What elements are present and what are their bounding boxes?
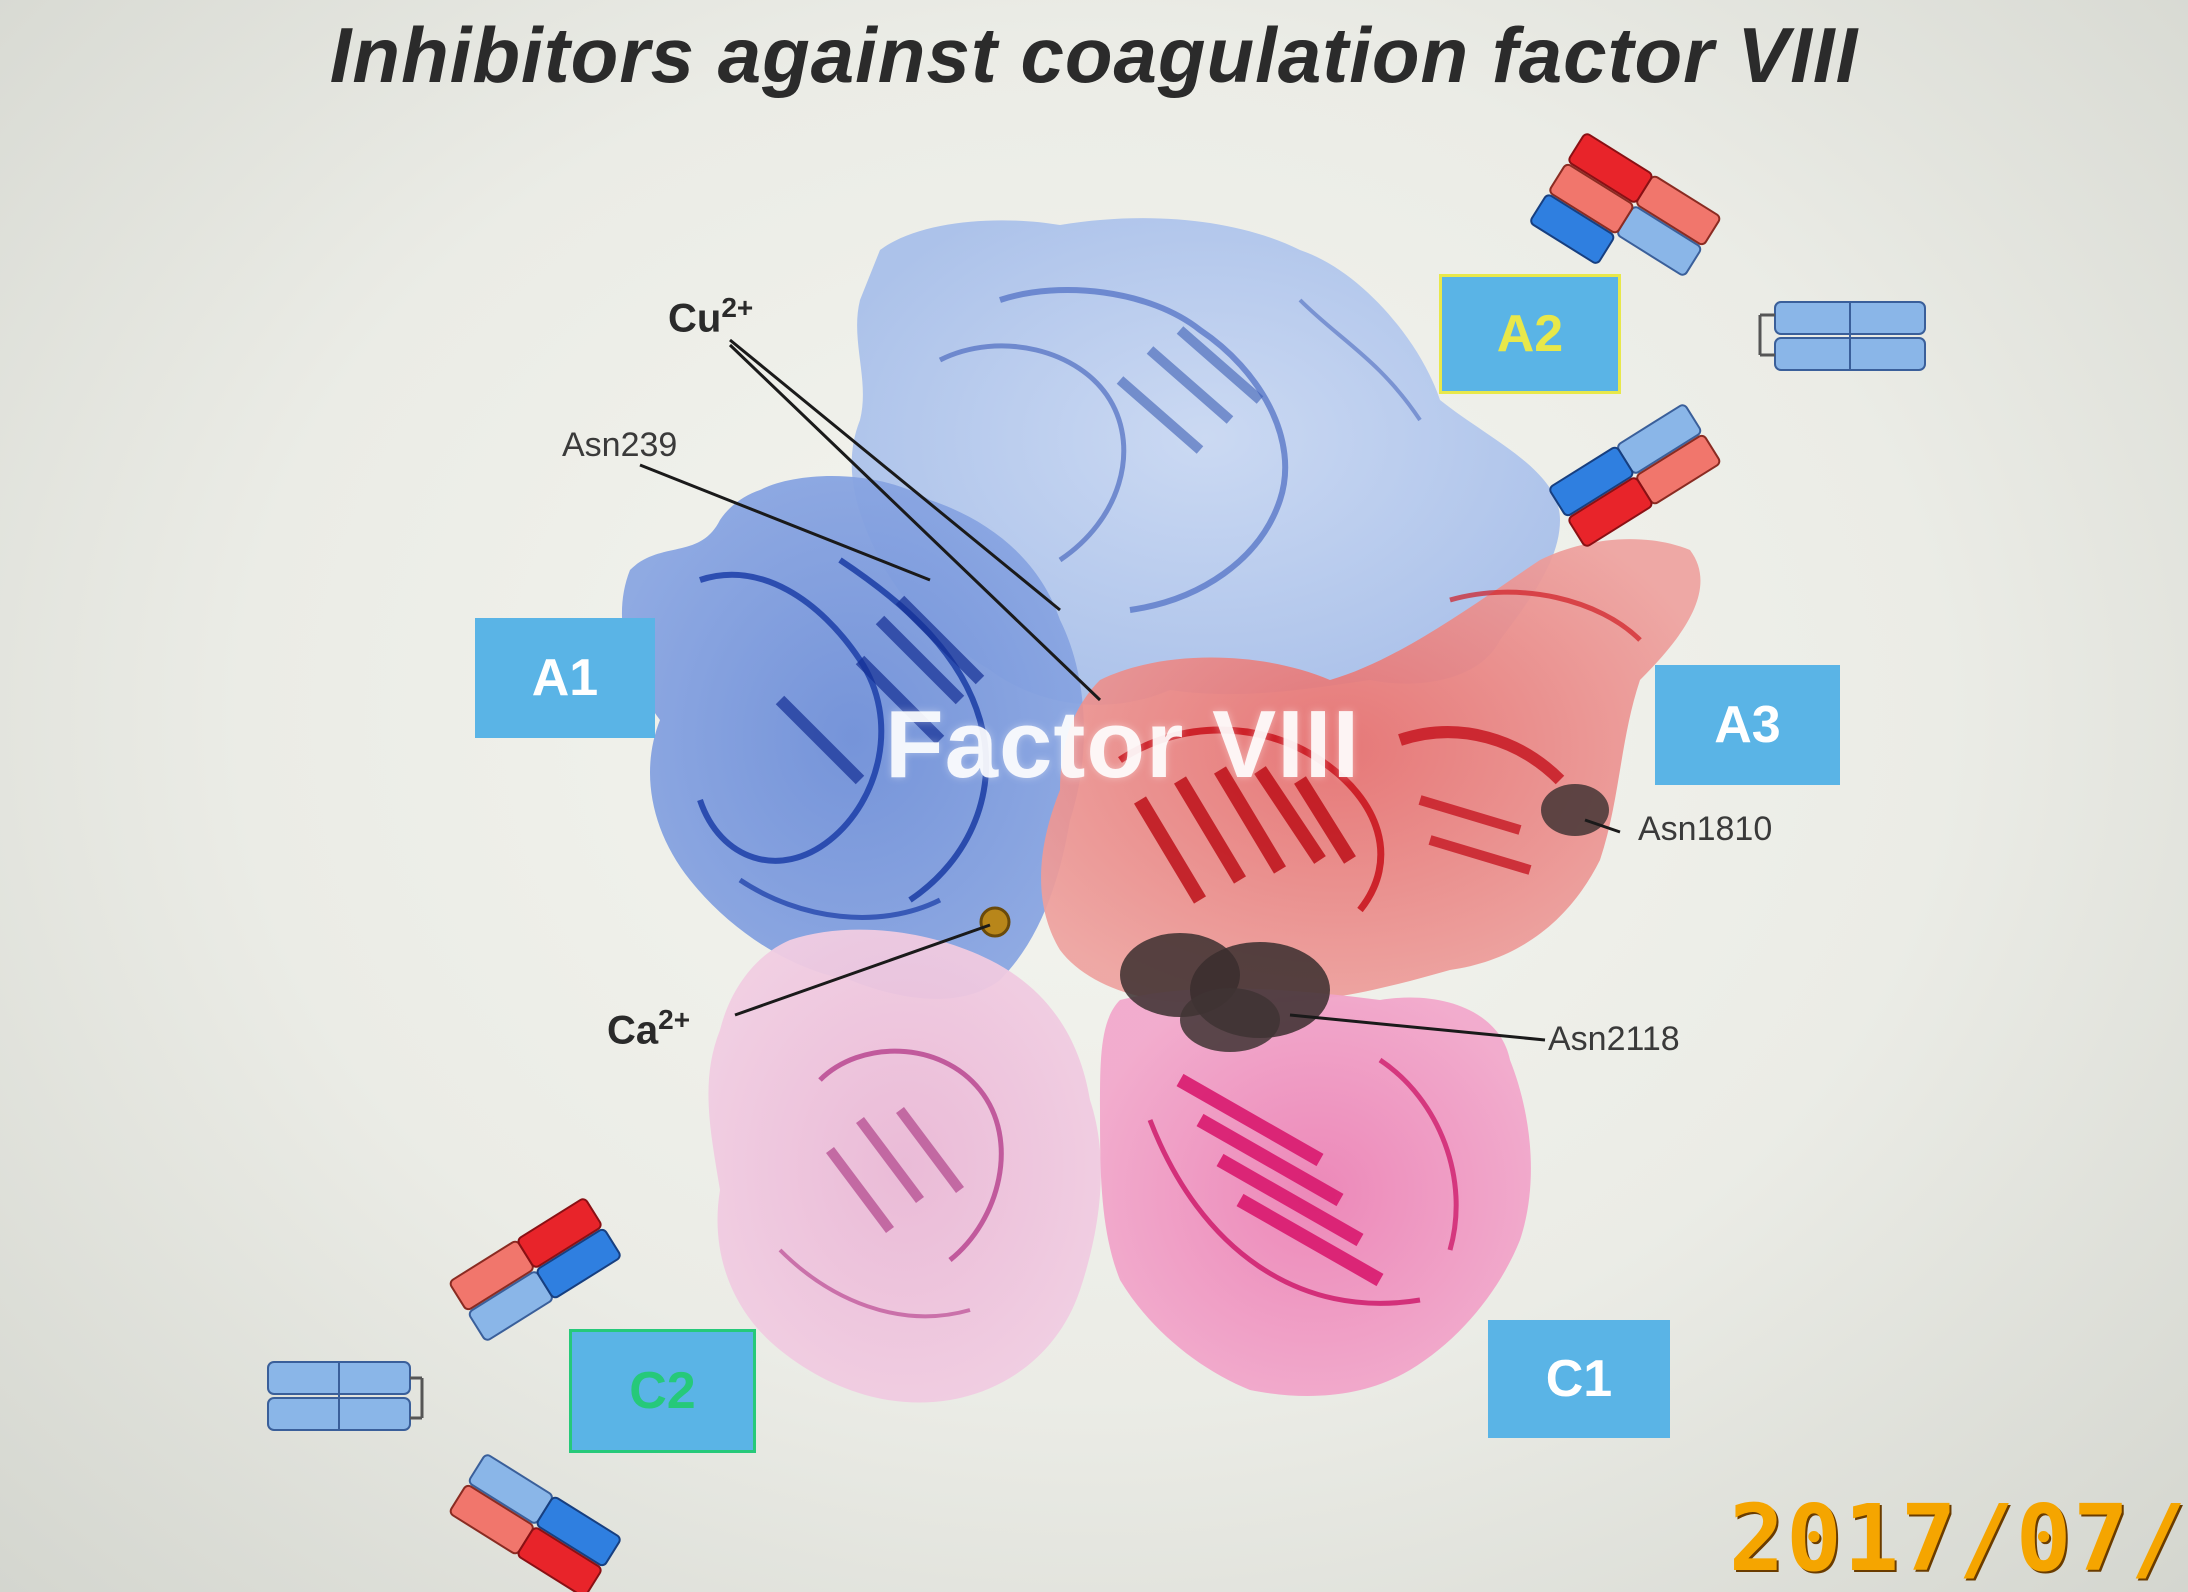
domain-label-a2: A2 bbox=[1439, 274, 1621, 394]
copper-ion-label: Cu2+ bbox=[668, 292, 754, 341]
date-stamp: 2017/07/ bbox=[1728, 1485, 2188, 1592]
asn1810-label: Asn1810 bbox=[1638, 810, 1773, 848]
glycan-asn1810-blob bbox=[1541, 784, 1609, 836]
domain-label-a1: A1 bbox=[475, 618, 655, 738]
domain-c2-surface bbox=[708, 929, 1101, 1403]
domain-label-c2: C2 bbox=[569, 1329, 756, 1453]
domain-label-c1: C1 bbox=[1488, 1320, 1670, 1438]
calcium-ion-label: Ca2+ bbox=[607, 1004, 691, 1053]
domain-c1-surface bbox=[1100, 988, 1531, 1396]
asn239-label: Asn239 bbox=[562, 426, 678, 464]
domain-a3-surface bbox=[1041, 539, 1701, 1003]
calcium-ion-sphere bbox=[979, 906, 1011, 938]
asn2118-label: Asn2118 bbox=[1548, 1020, 1680, 1058]
domain-label-a3: A3 bbox=[1655, 665, 1840, 785]
antibody-icon-bottom-left bbox=[267, 1198, 621, 1592]
factor-viii-label: Factor VIII bbox=[885, 691, 1361, 798]
domain-a1-surface bbox=[621, 476, 1084, 999]
slide-title: Inhibitors against coagulation factor VI… bbox=[329, 11, 1859, 99]
annotation-pointer-lines bbox=[639, 338, 1621, 1042]
antibody-icon-top-right bbox=[1530, 133, 1926, 547]
